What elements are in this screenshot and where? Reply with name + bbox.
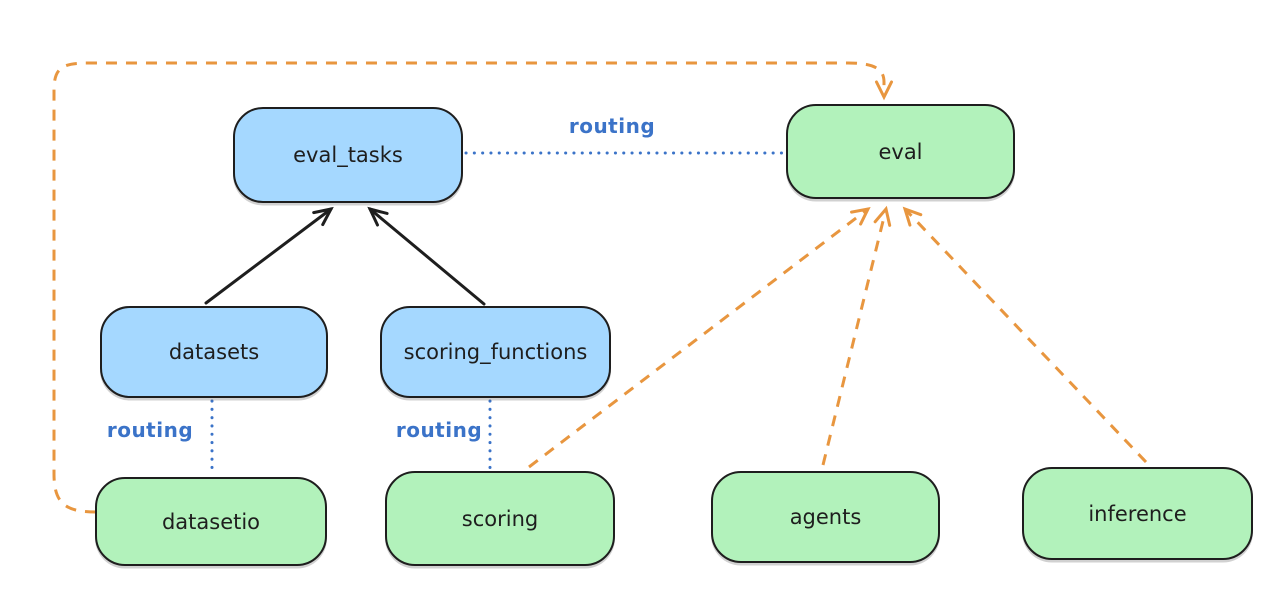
edge-datasetio-to-eval	[52, 61, 893, 514]
node-eval: eval	[786, 104, 1015, 199]
node-datasets-label: datasets	[168, 340, 260, 364]
node-eval-label: eval	[878, 139, 923, 164]
node-inference-label: inference	[1088, 501, 1187, 526]
node-datasets: datasets	[100, 306, 328, 398]
node-agents: agents	[711, 471, 940, 563]
edge-scoring-functions-to-eval-tasks	[367, 206, 486, 306]
edge-label-routing-datasets: routing	[106, 418, 194, 442]
node-scoring: scoring	[385, 471, 615, 566]
edge-inference-to-eval	[902, 206, 1148, 464]
edge-agents-to-eval	[821, 205, 892, 466]
node-eval-tasks-label: eval_tasks	[293, 143, 403, 167]
edge-datasets-to-eval-tasks	[204, 206, 334, 305]
node-agents-label: agents	[789, 505, 862, 529]
node-eval-tasks: eval_tasks	[233, 107, 463, 203]
edge-label-routing-scoring: routing	[395, 418, 483, 442]
edge-label-routing-top: routing	[568, 114, 656, 138]
node-scoring-label: scoring	[461, 506, 539, 531]
node-datasetio: datasetio	[95, 477, 327, 566]
node-inference: inference	[1022, 467, 1253, 560]
node-datasetio-label: datasetio	[161, 509, 261, 534]
node-scoring-functions-label: scoring_functions	[403, 340, 588, 364]
node-scoring-functions: scoring_functions	[380, 306, 611, 398]
